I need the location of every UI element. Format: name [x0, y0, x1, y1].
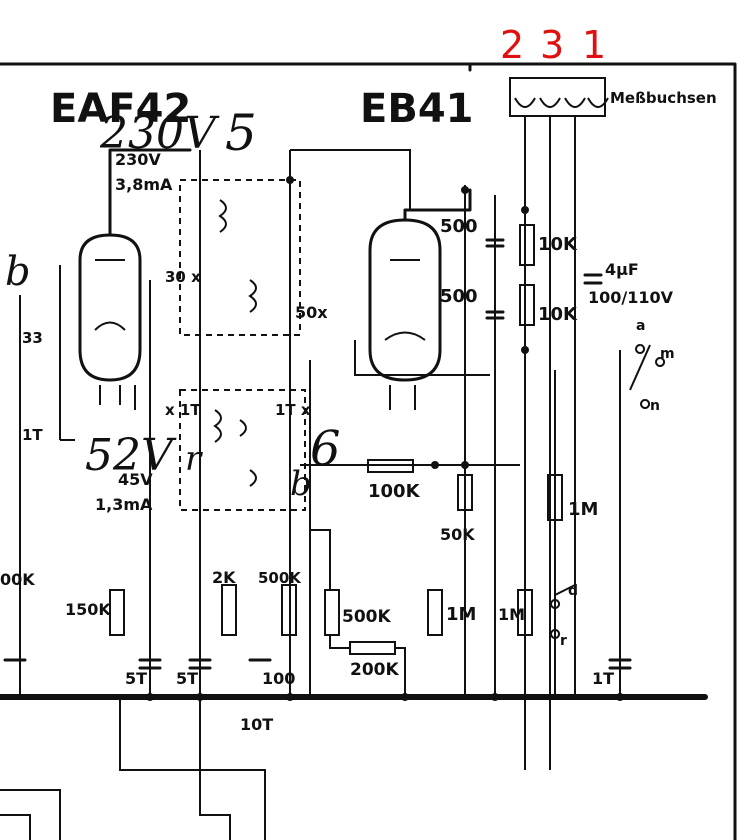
switch-label-r: r — [560, 633, 567, 649]
coupling-capacitors — [485, 238, 505, 320]
label-30x: 30 x — [165, 268, 201, 286]
label-1t-left: 1T — [22, 426, 43, 444]
tube-label-eb41: EB41 — [360, 86, 473, 132]
label-1t-a: 1T — [592, 669, 614, 688]
handwritten-6: 6 — [310, 421, 341, 477]
resistor-2k — [221, 584, 237, 636]
bypass-capacitors — [3, 658, 632, 670]
switch-d-r — [550, 584, 576, 639]
resistor-150k — [109, 589, 125, 636]
label-10t: 10T — [240, 715, 273, 734]
label-50x: 50x — [295, 303, 328, 322]
label-33: 33 — [22, 329, 43, 347]
label-100: 100 — [262, 669, 295, 688]
switch-label-a: a — [636, 318, 645, 334]
label-1m-a: 1M — [568, 499, 598, 520]
label-5t-a: 5T — [125, 669, 147, 688]
resistor-200k — [349, 641, 396, 655]
resistor-100k — [367, 459, 414, 473]
if-transformer-2 — [179, 389, 306, 511]
handwritten-b-left: b — [5, 249, 31, 295]
transformer-coils-2 — [213, 409, 257, 487]
resistor-500k-a — [281, 584, 297, 636]
top-rail — [0, 62, 472, 72]
label-c500-a: 500 — [440, 216, 478, 237]
label-2k: 2K — [212, 568, 236, 587]
bottom-wires — [0, 697, 266, 840]
socket-leads — [524, 116, 576, 770]
switch-label-m: m — [660, 346, 675, 362]
resistor-10k-b — [519, 284, 535, 326]
label-x1t-a: x 1T — [165, 401, 201, 419]
resistor-500k-b — [324, 589, 340, 636]
resistor-1m-c — [517, 589, 533, 636]
label-1m-b: 1M — [446, 604, 476, 625]
label-1m-c: 1M — [498, 605, 525, 624]
label-10k-b: 10K — [538, 304, 578, 325]
connector-box — [509, 77, 606, 117]
resistor-50k — [457, 474, 473, 511]
left-wires — [19, 265, 151, 697]
right-frame — [468, 62, 737, 840]
if-transformer-1 — [179, 179, 301, 336]
label-45v: 45V — [118, 470, 153, 489]
handwritten-230v: 230V — [99, 108, 220, 159]
label-4uf: 4µF — [605, 260, 639, 279]
label-100-110v: 100/110V — [588, 288, 674, 307]
transformer-coils-1 — [218, 199, 257, 313]
label-5t-b: 5T — [176, 669, 198, 688]
label-1-3ma: 1,3mA — [95, 495, 153, 514]
label-3-8ma: 3,8mA — [115, 175, 173, 194]
eb41-tube-symbol — [368, 188, 472, 410]
label-100k: 100K — [368, 481, 421, 502]
eaf42-tube-symbol — [78, 148, 192, 410]
label-10k-a: 10K — [538, 234, 578, 255]
resistor-10k-a — [519, 224, 535, 266]
resistor-1m-b — [427, 589, 443, 636]
resistor-1m-a — [547, 474, 563, 521]
electrolytic-4uf — [583, 273, 603, 285]
switch-label-d: d — [568, 583, 578, 599]
pot-wiring — [310, 529, 406, 697]
mid-wires — [290, 149, 490, 376]
vertical-wires — [199, 150, 621, 697]
label-50k: 50K — [440, 525, 475, 544]
pin-label-2: 2 — [500, 23, 524, 67]
handwritten-b-mid: b — [290, 464, 312, 504]
label-500k-a: 500K — [258, 569, 302, 587]
label-200k: 200K — [350, 660, 399, 680]
pin-label-1: 1 — [582, 23, 606, 67]
switch-label-n: n — [650, 398, 660, 414]
handwritten-52v: 52V — [85, 430, 177, 481]
pin-label-3: 3 — [540, 23, 564, 67]
label-500k-b: 500K — [342, 607, 391, 627]
selector-switch — [629, 344, 666, 409]
connector-label: Meßbuchsen — [610, 89, 717, 107]
label-150k: 150K — [65, 600, 111, 619]
label-230v: 230V — [115, 150, 161, 169]
label-1tx-b: 1T x — [275, 401, 311, 419]
handwritten-r-mid: r — [185, 439, 203, 479]
tube-label-eaf42: EAF42 — [50, 86, 191, 132]
label-c500-b: 500 — [440, 286, 478, 307]
handwritten-5: 5 — [225, 104, 257, 162]
label-00k-left: 00K — [0, 570, 35, 589]
socket-symbols — [514, 97, 609, 108]
